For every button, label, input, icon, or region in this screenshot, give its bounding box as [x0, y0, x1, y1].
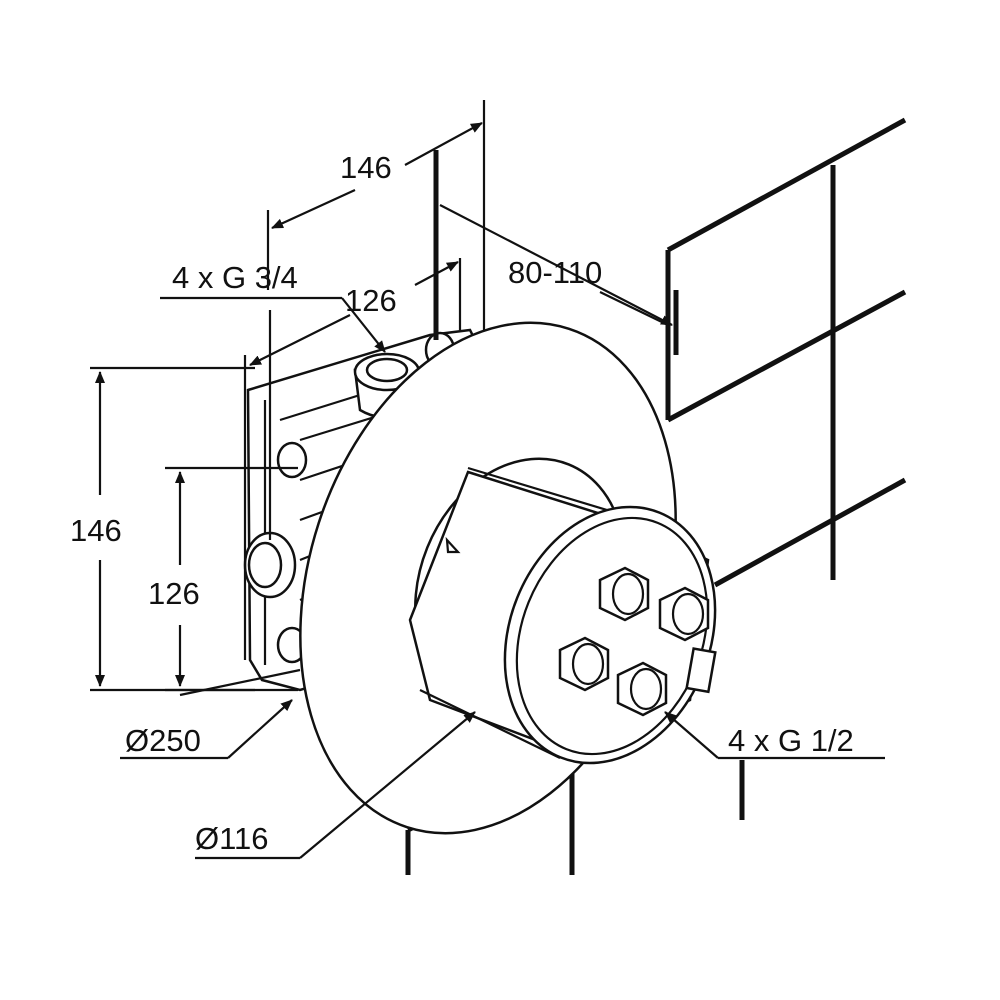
dim-wall-range: 80-110: [508, 255, 603, 290]
dim-body-diameter: Ø116: [195, 821, 269, 856]
dim-inner-height: 126: [148, 576, 200, 611]
outlet-nuts: [558, 566, 710, 717]
valve-body: [408, 457, 717, 765]
dim-rosette-diameter: Ø250: [125, 723, 201, 758]
dim-outlet-threads: 4 x G 1/2: [728, 723, 854, 758]
dim-left-height: 146: [70, 513, 122, 548]
dim-top-depth: 146: [340, 150, 392, 185]
dim-box-depth: 126: [345, 283, 397, 318]
dimension-lines: [90, 100, 885, 860]
dim-inlet-threads: 4 x G 3/4: [172, 260, 298, 295]
